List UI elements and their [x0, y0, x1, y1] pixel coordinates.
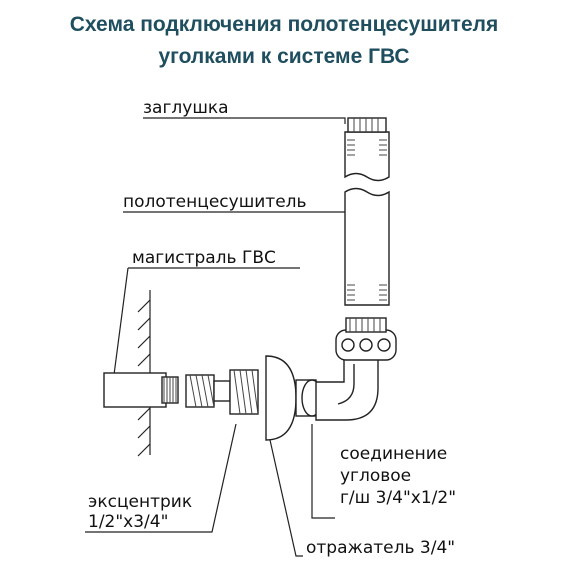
- angle-connector: [295, 317, 397, 421]
- leader-main-line-down: [111, 267, 129, 391]
- label-angle-line1: соединение: [340, 444, 448, 464]
- leader-reflector: [269, 439, 303, 557]
- label-main-line: магистраль ГВС: [132, 248, 276, 268]
- diagram-title-line1: Схема подключения полотенцесушителя: [69, 13, 499, 36]
- towel-dryer: [344, 131, 390, 306]
- eccentric-thread: [189, 369, 259, 415]
- label-plug: заглушка: [143, 98, 229, 118]
- main-pipe-thread: [163, 377, 177, 403]
- label-angle-line2: угловое: [340, 466, 412, 486]
- towel-dryer-thread: [347, 139, 387, 301]
- leader-angle: [311, 424, 335, 519]
- label-reflector: отражатель 3/4": [306, 538, 456, 558]
- leader-eccentric: [85, 423, 237, 533]
- leader-lines: [85, 117, 346, 557]
- label-eccentric-line2: 1/2"x3/4": [88, 512, 169, 532]
- label-angle-line3: г/ш 3/4"x1/2": [340, 488, 457, 508]
- main-pipe: [103, 372, 179, 408]
- plug-thread: [353, 118, 379, 132]
- wall-hatching: [137, 299, 151, 457]
- diagram-title-line2: уголками к системе ГВС: [158, 45, 410, 68]
- label-eccentric-line1: эксцентрик: [88, 492, 193, 512]
- reflector: [265, 355, 297, 441]
- angle-connector-thread: [349, 318, 381, 332]
- plug: [347, 117, 387, 133]
- eccentric: [185, 369, 259, 415]
- label-towel-dryer: полотенцесушитель: [123, 192, 307, 212]
- leader-plug: [143, 117, 346, 124]
